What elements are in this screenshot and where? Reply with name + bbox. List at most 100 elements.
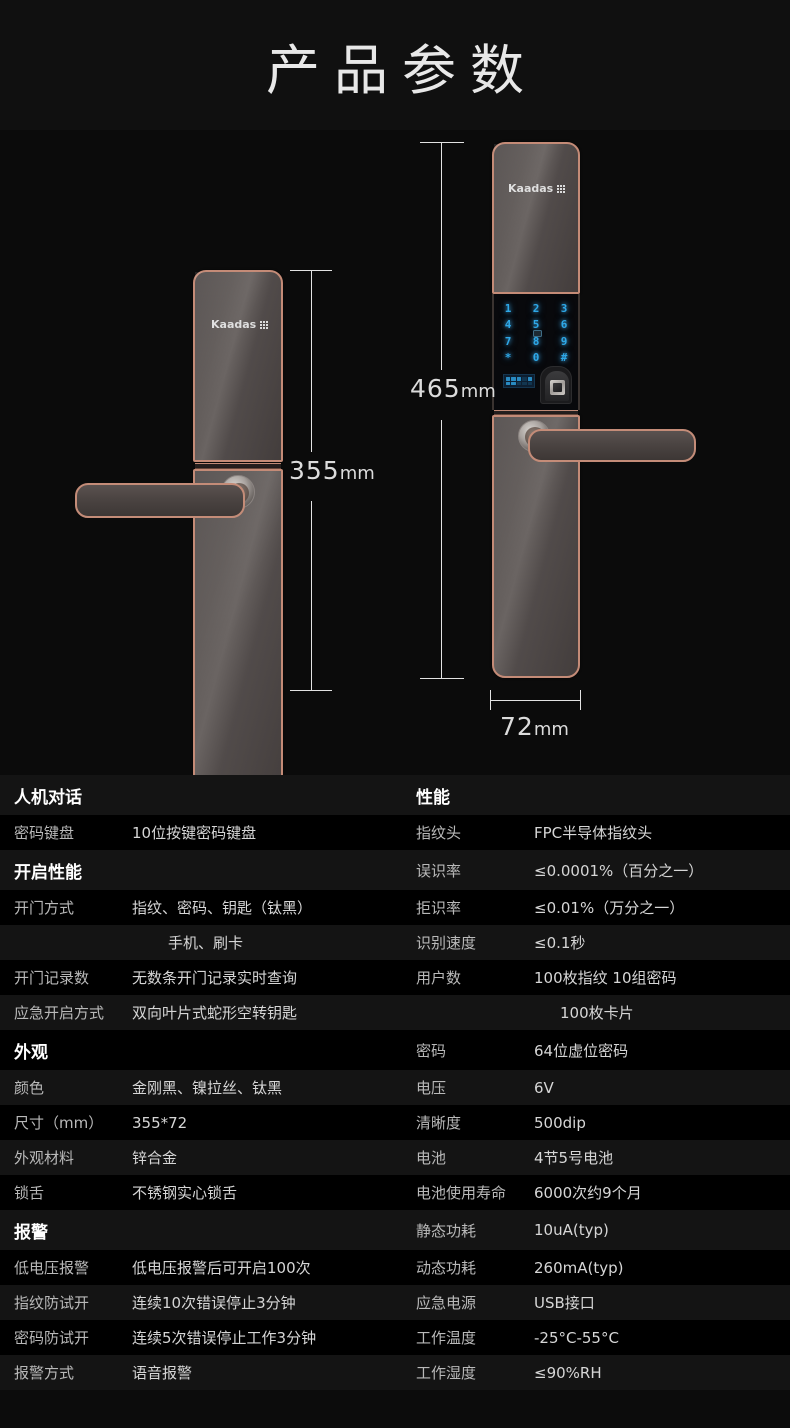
spec-cell-left: 人机对话 [0, 775, 400, 815]
spec-cell-left: 开门方式 指纹、密码、钥匙（钛黑） [0, 890, 400, 925]
front-lock-height-label: 465mm [410, 374, 496, 403]
spec-value: -25°C-55°C [534, 1328, 619, 1347]
spec-row: 密码防试开连续5次错误停止工作3分钟工作温度-25°C-55°C [0, 1320, 790, 1355]
spec-label: 静态功耗 [416, 1221, 477, 1240]
spec-cell-left: 密码键盘 10位按键密码键盘 [0, 815, 400, 850]
card-reader-icon [533, 330, 542, 337]
spec-value: 低电压报警后可开启100次 [132, 1259, 311, 1277]
keypad-key[interactable]: 5 [532, 318, 540, 332]
spec-value: ≤0.1秒 [534, 934, 586, 952]
spec-label: 识别速度 [416, 934, 477, 952]
spec-value: ≤0.01%（万分之一） [534, 899, 685, 917]
keypad-key[interactable]: 2 [532, 301, 540, 315]
spec-value: 无数条开门记录实时查询 [132, 969, 298, 987]
front-lock-seam [494, 410, 578, 415]
spec-label: 电池使用寿命 [416, 1184, 507, 1202]
spec-cell-right: 100枚卡片 [400, 995, 790, 1030]
rear-lock-seam [195, 463, 281, 469]
rear-lock-upper-panel: Kaadas [193, 270, 283, 462]
spec-label: 外观材料 [14, 1149, 75, 1167]
spec-cell-right: 识别速度 ≤0.1秒 [400, 925, 790, 960]
spec-value: 连续5次错误停止工作3分钟 [132, 1329, 317, 1347]
spec-cell-left: 锁舌 不锈钢实心锁舌 [0, 1175, 400, 1210]
front-lock-upper-panel: Kaadas [492, 142, 580, 294]
spec-cell-left: 报警 [0, 1210, 400, 1250]
spec-label: 指纹防试开 [14, 1294, 90, 1312]
spec-cell-right: 静态功耗 10uA(typ) [400, 1210, 790, 1250]
keypad-key[interactable]: 3 [560, 301, 568, 315]
spec-label: 清晰度 [416, 1114, 462, 1132]
keypad-key[interactable]: # [560, 351, 568, 365]
spec-value: 金刚黑、镍拉丝、钛黑 [132, 1079, 283, 1097]
spec-label: 动态功耗 [416, 1259, 477, 1277]
spec-label: 开门记录数 [14, 969, 90, 987]
spec-value: 指纹、密码、钥匙（钛黑） [132, 899, 313, 917]
page-title-bar: 产品参数 [0, 0, 790, 130]
spec-label: 应急电源 [416, 1294, 477, 1312]
fingerprint-sensor-pad[interactable] [550, 380, 565, 395]
brand-logo: Kaadas [211, 318, 269, 331]
keypad-key[interactable]: 1 [504, 301, 512, 315]
front-lock-keypad-block: 1 2 3 4 5 6 7 8 9 * 0 # [492, 294, 580, 410]
spec-label: 报警方式 [14, 1364, 75, 1382]
spec-cell-right: 误识率 ≤0.0001%（百分之一） [400, 850, 790, 890]
section-title: 外观 [14, 1042, 48, 1063]
spec-label: 拒识率 [416, 899, 462, 917]
spec-cell-right: 拒识率 ≤0.01%（万分之一） [400, 890, 790, 925]
spec-cell-right: 应急电源 USB接口 [400, 1285, 790, 1320]
keypad-key[interactable]: 4 [504, 318, 512, 332]
spec-label: 尺寸（mm） [14, 1114, 104, 1132]
front-lock-assembly: Kaadas 1 2 3 4 5 6 7 8 9 [492, 142, 696, 678]
brand-grid-icon [260, 320, 269, 329]
spec-value: 手机、刷卡 [168, 934, 244, 952]
spec-cell-left: 开门记录数 无数条开门记录实时查询 [0, 960, 400, 995]
spec-cell-left: 外观材料锌合金 [0, 1140, 400, 1175]
spec-row: 手机、刷卡 识别速度 ≤0.1秒 [0, 925, 790, 960]
keypad-key[interactable]: 9 [560, 334, 568, 348]
spec-cell-right: 性能 [400, 775, 790, 815]
rear-lock-handle[interactable] [75, 483, 245, 518]
spec-section-row: 开启性能误识率≤0.0001%（百分之一） [0, 850, 790, 890]
spec-cell-left: 指纹防试开连续10次错误停止3分钟 [0, 1285, 400, 1320]
keypad-key[interactable]: 7 [504, 334, 512, 348]
keypad-key[interactable]: 6 [560, 318, 568, 332]
spec-label: 密码键盘 [14, 824, 75, 842]
front-lock-handle[interactable] [528, 429, 696, 462]
spec-label: 开门方式 [14, 899, 75, 917]
spec-row: 尺寸（mm） 355*72 清晰度 500dip [0, 1105, 790, 1140]
spec-label: 误识率 [416, 861, 462, 880]
spec-value: 双向叶片式蛇形空转钥匙 [132, 1004, 298, 1022]
spec-cell-right: 清晰度 500dip [400, 1105, 790, 1140]
spec-value: 500dip [534, 1113, 586, 1132]
spec-value: USB接口 [534, 1294, 595, 1312]
spec-label: 电压 [416, 1079, 447, 1097]
spec-label: 低电压报警 [14, 1259, 90, 1277]
brand-name: Kaadas [508, 182, 554, 195]
fingerprint-sensor[interactable] [540, 366, 572, 404]
brand-grid-icon [557, 184, 566, 193]
keypad[interactable]: 1 2 3 4 5 6 7 8 9 * 0 # [494, 300, 578, 366]
spec-value: ≤0.0001%（百分之一） [534, 861, 704, 880]
spec-value: 10uA(typ) [534, 1221, 609, 1239]
rear-lock-assembly: Kaadas [75, 270, 283, 830]
spec-value: 100枚指纹 10组密码 [534, 969, 677, 987]
spec-label: 锁舌 [14, 1184, 45, 1202]
section-title: 性能 [416, 787, 450, 808]
spec-value: 语音报警 [132, 1364, 193, 1382]
keypad-key[interactable]: 8 [532, 334, 540, 348]
spec-value: 355*72 [132, 1113, 188, 1132]
keypad-key[interactable]: 0 [532, 351, 540, 365]
spec-row: 开门方式 指纹、密码、钥匙（钛黑） 拒识率 ≤0.01%（万分之一） [0, 890, 790, 925]
spec-value: 10位按键密码键盘 [132, 824, 257, 842]
spec-value: 不锈钢实心锁舌 [132, 1184, 238, 1202]
keypad-key[interactable]: * [504, 351, 512, 365]
